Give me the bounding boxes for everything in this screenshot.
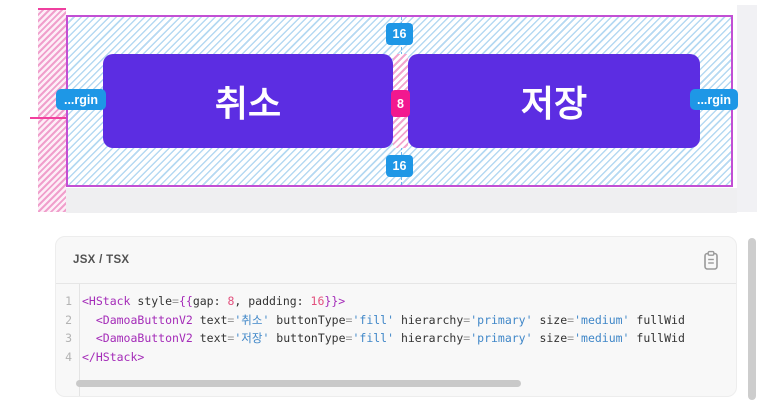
- horizontal-scrollbar[interactable]: [76, 380, 521, 387]
- line-number: 1: [65, 294, 72, 308]
- code-panel: JSX / TSX 1 <HStack style={{gap: 8, paddi…: [55, 236, 737, 397]
- padding-top-badge: 16: [386, 23, 413, 45]
- code-line: 1 <HStack style={{gap: 8, padding: 16}}>: [56, 292, 736, 311]
- save-button[interactable]: 저장: [408, 54, 700, 148]
- gap-badge: 8: [391, 90, 410, 117]
- gutter-divider: [79, 284, 80, 396]
- code-text: <DamoaButtonV2 text='저장' buttonType='fil…: [95, 331, 685, 345]
- cancel-button[interactable]: 취소: [103, 54, 393, 148]
- page-edge-band: [737, 5, 757, 212]
- code-panel-title: JSX / TSX: [73, 254, 130, 266]
- clipboard-icon: [702, 250, 720, 272]
- code-text: <HStack style={{gap: 8, padding: 16}}>: [82, 294, 346, 308]
- line-number: 4: [65, 349, 72, 364]
- copy-code-button[interactable]: [698, 248, 724, 274]
- code-line: 2 <DamoaButtonV2 text='취소' buttonType='f…: [56, 311, 736, 330]
- margin-guide-line: [30, 117, 67, 119]
- vertical-scrollbar[interactable]: [748, 238, 756, 400]
- code-text: <DamoaButtonV2 text='취소' buttonType='fil…: [95, 312, 685, 327]
- code-body: 1 <HStack style={{gap: 8, padding: 16}}> 2…: [56, 284, 736, 396]
- code-line: 4 </HStack>: [56, 348, 736, 367]
- code-panel-header: JSX / TSX: [56, 237, 736, 284]
- code-text: </HStack>: [82, 349, 145, 364]
- margin-right-badge: ...rgin: [690, 89, 738, 110]
- line-number: 3: [65, 331, 72, 345]
- margin-overlay-left: [38, 8, 66, 212]
- code-line: 3 <DamoaButtonV2 text='저장' buttonType='f…: [56, 329, 736, 348]
- code-lines: 1 <HStack style={{gap: 8, padding: 16}}> 2…: [56, 292, 736, 366]
- canvas-lower-band: [66, 188, 737, 213]
- padding-bottom-badge: 16: [386, 155, 413, 177]
- line-number: 2: [65, 312, 72, 327]
- margin-left-badge: ...rgin: [56, 89, 106, 110]
